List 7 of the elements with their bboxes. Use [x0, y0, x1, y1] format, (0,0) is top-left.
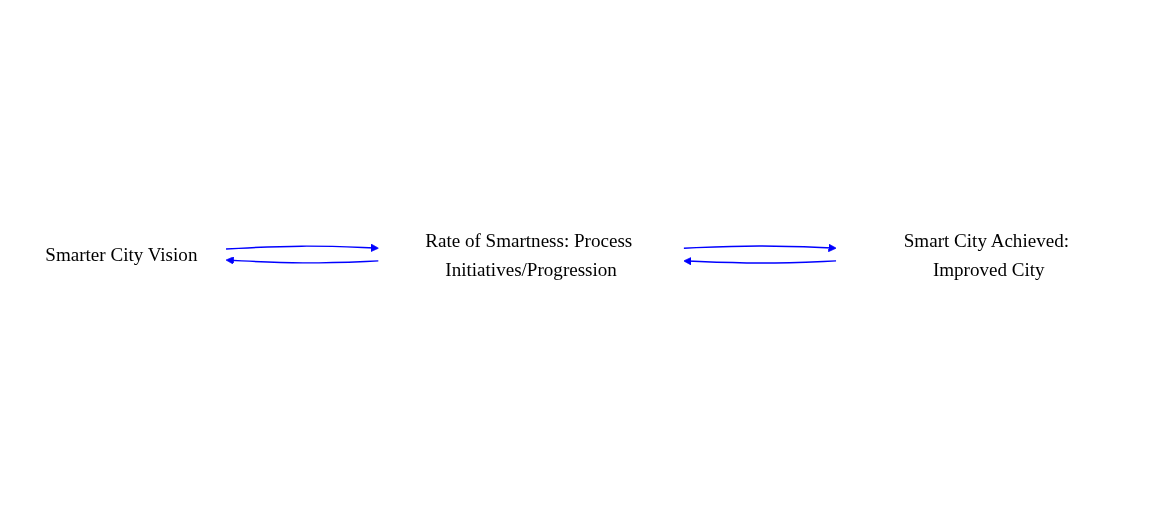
arrow: [683, 257, 837, 266]
node-text: Smarter City Vision: [45, 244, 198, 265]
arrow: [225, 243, 379, 252]
arrow: [682, 243, 837, 252]
node-text: Smart City Achieved: Improved City: [903, 229, 1069, 280]
node-text: Rate of Smartness: Process Initiatives/Progression: [425, 229, 633, 280]
arrow: [225, 256, 380, 265]
